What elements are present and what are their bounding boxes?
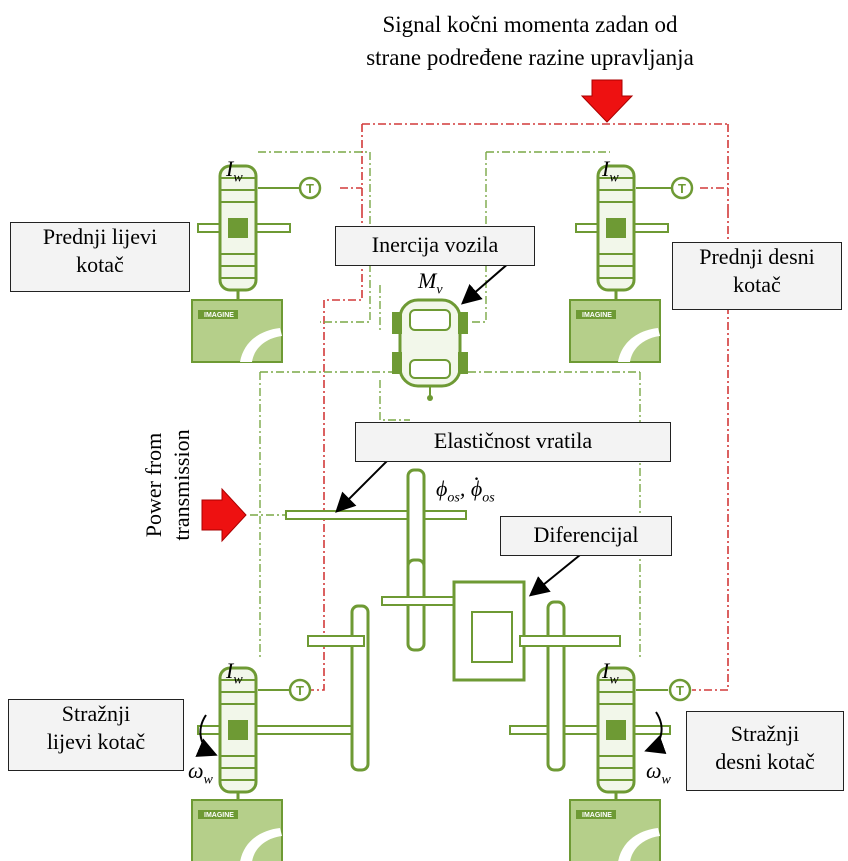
front-right-wheel-assembly [569,164,694,363]
label-front-left-line2: kotač [76,252,124,277]
brake-signal-lines [290,123,729,691]
label-front-left: Prednji lijevi kotač [10,222,190,292]
brake-signal-caption: Signal kočni momenta zadan od strane pod… [250,8,810,74]
label-differential-text: Diferencijal [533,522,639,547]
label-front-right-line1: Prednji desni [699,244,815,269]
label-rear-right-line2: desni kotač [715,749,815,774]
label-shaft-elasticity-text: Elastičnost vratila [433,428,593,453]
input-shaft [285,510,467,520]
label-rear-right-line1: Stražnji [730,721,800,746]
front-left-wheel-assembly [191,164,322,363]
symbol-iw-rear-left: Iw [226,658,243,688]
label-front-left-line1: Prednji lijevi [42,224,158,249]
label-vehicle-inertia-text: Inercija vozila [371,232,499,257]
power-line2: transmission [169,429,194,541]
symbol-iw-front-left: Iw [226,156,243,186]
label-rear-left-line2: lijevi kotač [46,729,146,754]
rotation-arrow-icons [195,711,667,757]
power-line1: Power from [141,432,166,538]
callout-arrows [335,261,581,597]
symbol-omega-right: ωw [646,758,671,788]
vehicle-body-icon [392,298,468,401]
road-label-rl: IMAGINE [204,812,234,819]
power-input-arrow-icon [201,487,247,543]
signal-line-2: strane podređene razine upravljanja [366,45,694,70]
label-differential: Diferencijal [500,516,672,556]
road-label-rr: IMAGINE [582,812,612,819]
label-rear-left-line1: Stražnji [61,701,131,726]
label-rear-left: Stražnji lijevi kotač [8,699,184,771]
differential-block [307,580,621,682]
label-front-right-line2: kotač [733,272,781,297]
label-vehicle-inertia: Inercija vozila [335,226,535,266]
symbol-mv: Mv [418,268,443,298]
power-from-transmission: Power from transmission [140,360,200,610]
road-label-fl: IMAGINE [204,312,234,319]
signal-line-1: Signal kočni momenta zadan od [382,12,678,37]
label-front-right: Prednji desni kotač [672,242,842,310]
label-rear-right: Stražnji desni kotač [686,711,844,791]
symbol-phi-os: ϕos, ·ϕos [436,466,495,506]
gear-train [350,468,566,772]
rear-left-wheel-assembly [191,666,359,861]
label-shaft-elasticity: Elastičnost vratila [355,422,671,462]
rear-right-wheel-assembly [509,666,692,861]
symbol-iw-rear-right: Iw [602,658,619,688]
road-label-fr: IMAGINE [582,312,612,319]
symbol-iw-front-right: Iw [602,156,619,186]
symbol-omega-left: ωw [188,758,213,788]
brake-signal-arrow-icon [580,79,634,123]
